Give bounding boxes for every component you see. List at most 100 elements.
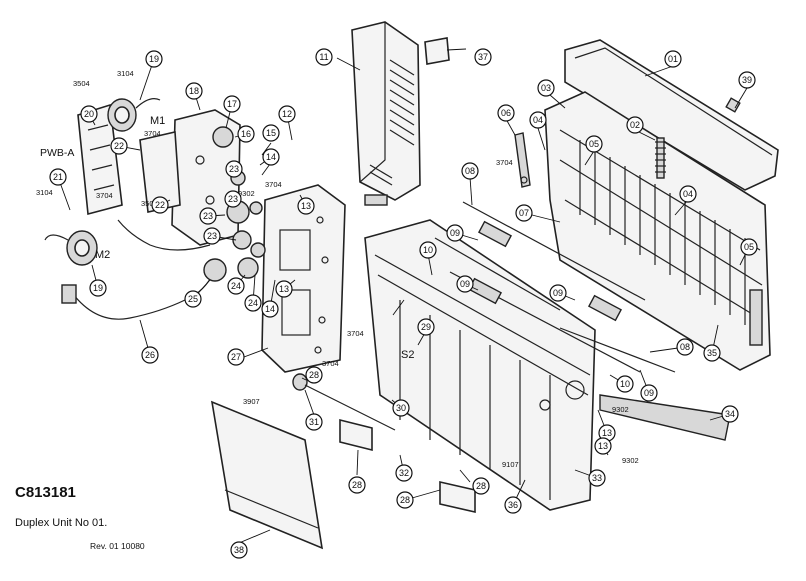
callout-number: 04 [683, 189, 693, 199]
part-callout-14: 14 [262, 148, 280, 166]
callout-circle [145, 50, 163, 68]
callout-circle [537, 79, 555, 97]
callout-number: 06 [501, 108, 511, 118]
callout-number: 26 [145, 350, 155, 360]
callout-circle [497, 104, 515, 122]
part-callout-18: 18 [185, 82, 203, 100]
callout-circle [504, 496, 522, 514]
part-callout-33: 33 [588, 469, 606, 487]
callout-circle [305, 366, 323, 384]
pwb-label: PWB-A [40, 147, 74, 159]
callout-number: 22 [114, 141, 124, 151]
callout-number: 36 [508, 500, 518, 510]
main-frame-part [364, 219, 596, 511]
callout-number: 09 [460, 279, 470, 289]
callout-circle [594, 437, 612, 455]
callout-number: 20 [84, 109, 94, 119]
callout-number: 23 [229, 164, 239, 174]
callout-circle [472, 477, 490, 495]
callout-circle [244, 294, 262, 312]
gear-cluster-part [203, 126, 266, 282]
callout-circle [227, 277, 245, 295]
callout-number: 24 [231, 281, 241, 291]
motor-m1-part [107, 98, 161, 132]
part-callout-13: 13 [594, 437, 612, 455]
callout-number: 05 [744, 242, 754, 252]
screw-label: 3104 [36, 188, 53, 197]
bracket-part [139, 131, 181, 213]
screw-label: 9302 [622, 456, 639, 465]
callout-circle [262, 148, 280, 166]
part-callout-16: 16 [237, 125, 255, 143]
part-callout-28: 28 [472, 477, 490, 495]
callout-circle [419, 241, 437, 259]
callout-circle [529, 111, 547, 129]
sensor-s2-label: S2 [401, 349, 414, 361]
callout-number: 04 [533, 115, 543, 125]
part-callout-02: 02 [626, 116, 644, 134]
callout-number: 13 [301, 201, 311, 211]
callout-circle [185, 82, 203, 100]
callout-circle [721, 405, 739, 423]
part-callout-30: 30 [392, 399, 410, 417]
callout-number: 23 [228, 194, 238, 204]
screw-label: 3504 [141, 199, 158, 208]
callout-circle [261, 300, 279, 318]
callout-circle [315, 48, 333, 66]
callout-number: 14 [265, 304, 275, 314]
callout-circle [549, 284, 567, 302]
document-code: C813181 [15, 484, 76, 501]
part-callout-25: 25 [184, 290, 202, 308]
part-callout-05: 05 [585, 135, 603, 153]
callout-number: 07 [519, 208, 529, 218]
callout-number: 37 [478, 52, 488, 62]
callout-number: 28 [400, 495, 410, 505]
part-callout-01: 01 [664, 50, 682, 68]
callout-number: 11 [319, 52, 328, 62]
part-callout-36: 36 [504, 496, 522, 514]
callout-number: 23 [207, 231, 217, 241]
callout-number: 21 [53, 172, 63, 182]
callout-number: 17 [227, 99, 237, 109]
part-callout-09: 09 [456, 275, 474, 293]
right-guide-frame-part [544, 91, 771, 371]
callout-circle [224, 190, 242, 208]
callout-number: 24 [248, 298, 258, 308]
callout-number: 34 [725, 409, 735, 419]
callout-circle [738, 71, 756, 89]
callout-number: 10 [423, 245, 433, 255]
callout-number: 23 [203, 211, 213, 221]
callout-number: 09 [644, 388, 654, 398]
part-callout-38: 38 [230, 541, 248, 559]
part-callout-09: 09 [446, 224, 464, 242]
callout-number: 27 [231, 352, 241, 362]
callout-number: 09 [553, 288, 563, 298]
callout-number: 09 [450, 228, 460, 238]
part-callout-35: 35 [703, 344, 721, 362]
callout-circle [203, 227, 221, 245]
callout-number: 13 [602, 428, 612, 438]
callout-circle [395, 464, 413, 482]
part-callout-14: 14 [261, 300, 279, 318]
callout-number: 38 [234, 545, 244, 555]
callout-number: 29 [421, 322, 431, 332]
callout-number: 22 [155, 200, 165, 210]
part-callout-19: 19 [89, 279, 107, 297]
part-callout-13: 13 [275, 280, 293, 298]
part-callout-05: 05 [740, 238, 758, 256]
part-callout-10: 10 [419, 241, 437, 259]
part-callout-23: 23 [225, 160, 243, 178]
callout-circle [676, 338, 694, 356]
screw-label: 3104 [117, 69, 134, 78]
callout-circle [227, 348, 245, 366]
part-callout-37: 37 [474, 48, 492, 66]
part-callout-04: 04 [529, 111, 547, 129]
callout-number: 35 [707, 348, 717, 358]
callout-number: 01 [668, 54, 678, 64]
part-callout-23: 23 [224, 190, 242, 208]
callout-circle [262, 124, 280, 142]
callout-circle [237, 125, 255, 143]
part-callout-08: 08 [461, 162, 479, 180]
callout-number: 39 [742, 75, 752, 85]
callout-number: 28 [309, 370, 319, 380]
